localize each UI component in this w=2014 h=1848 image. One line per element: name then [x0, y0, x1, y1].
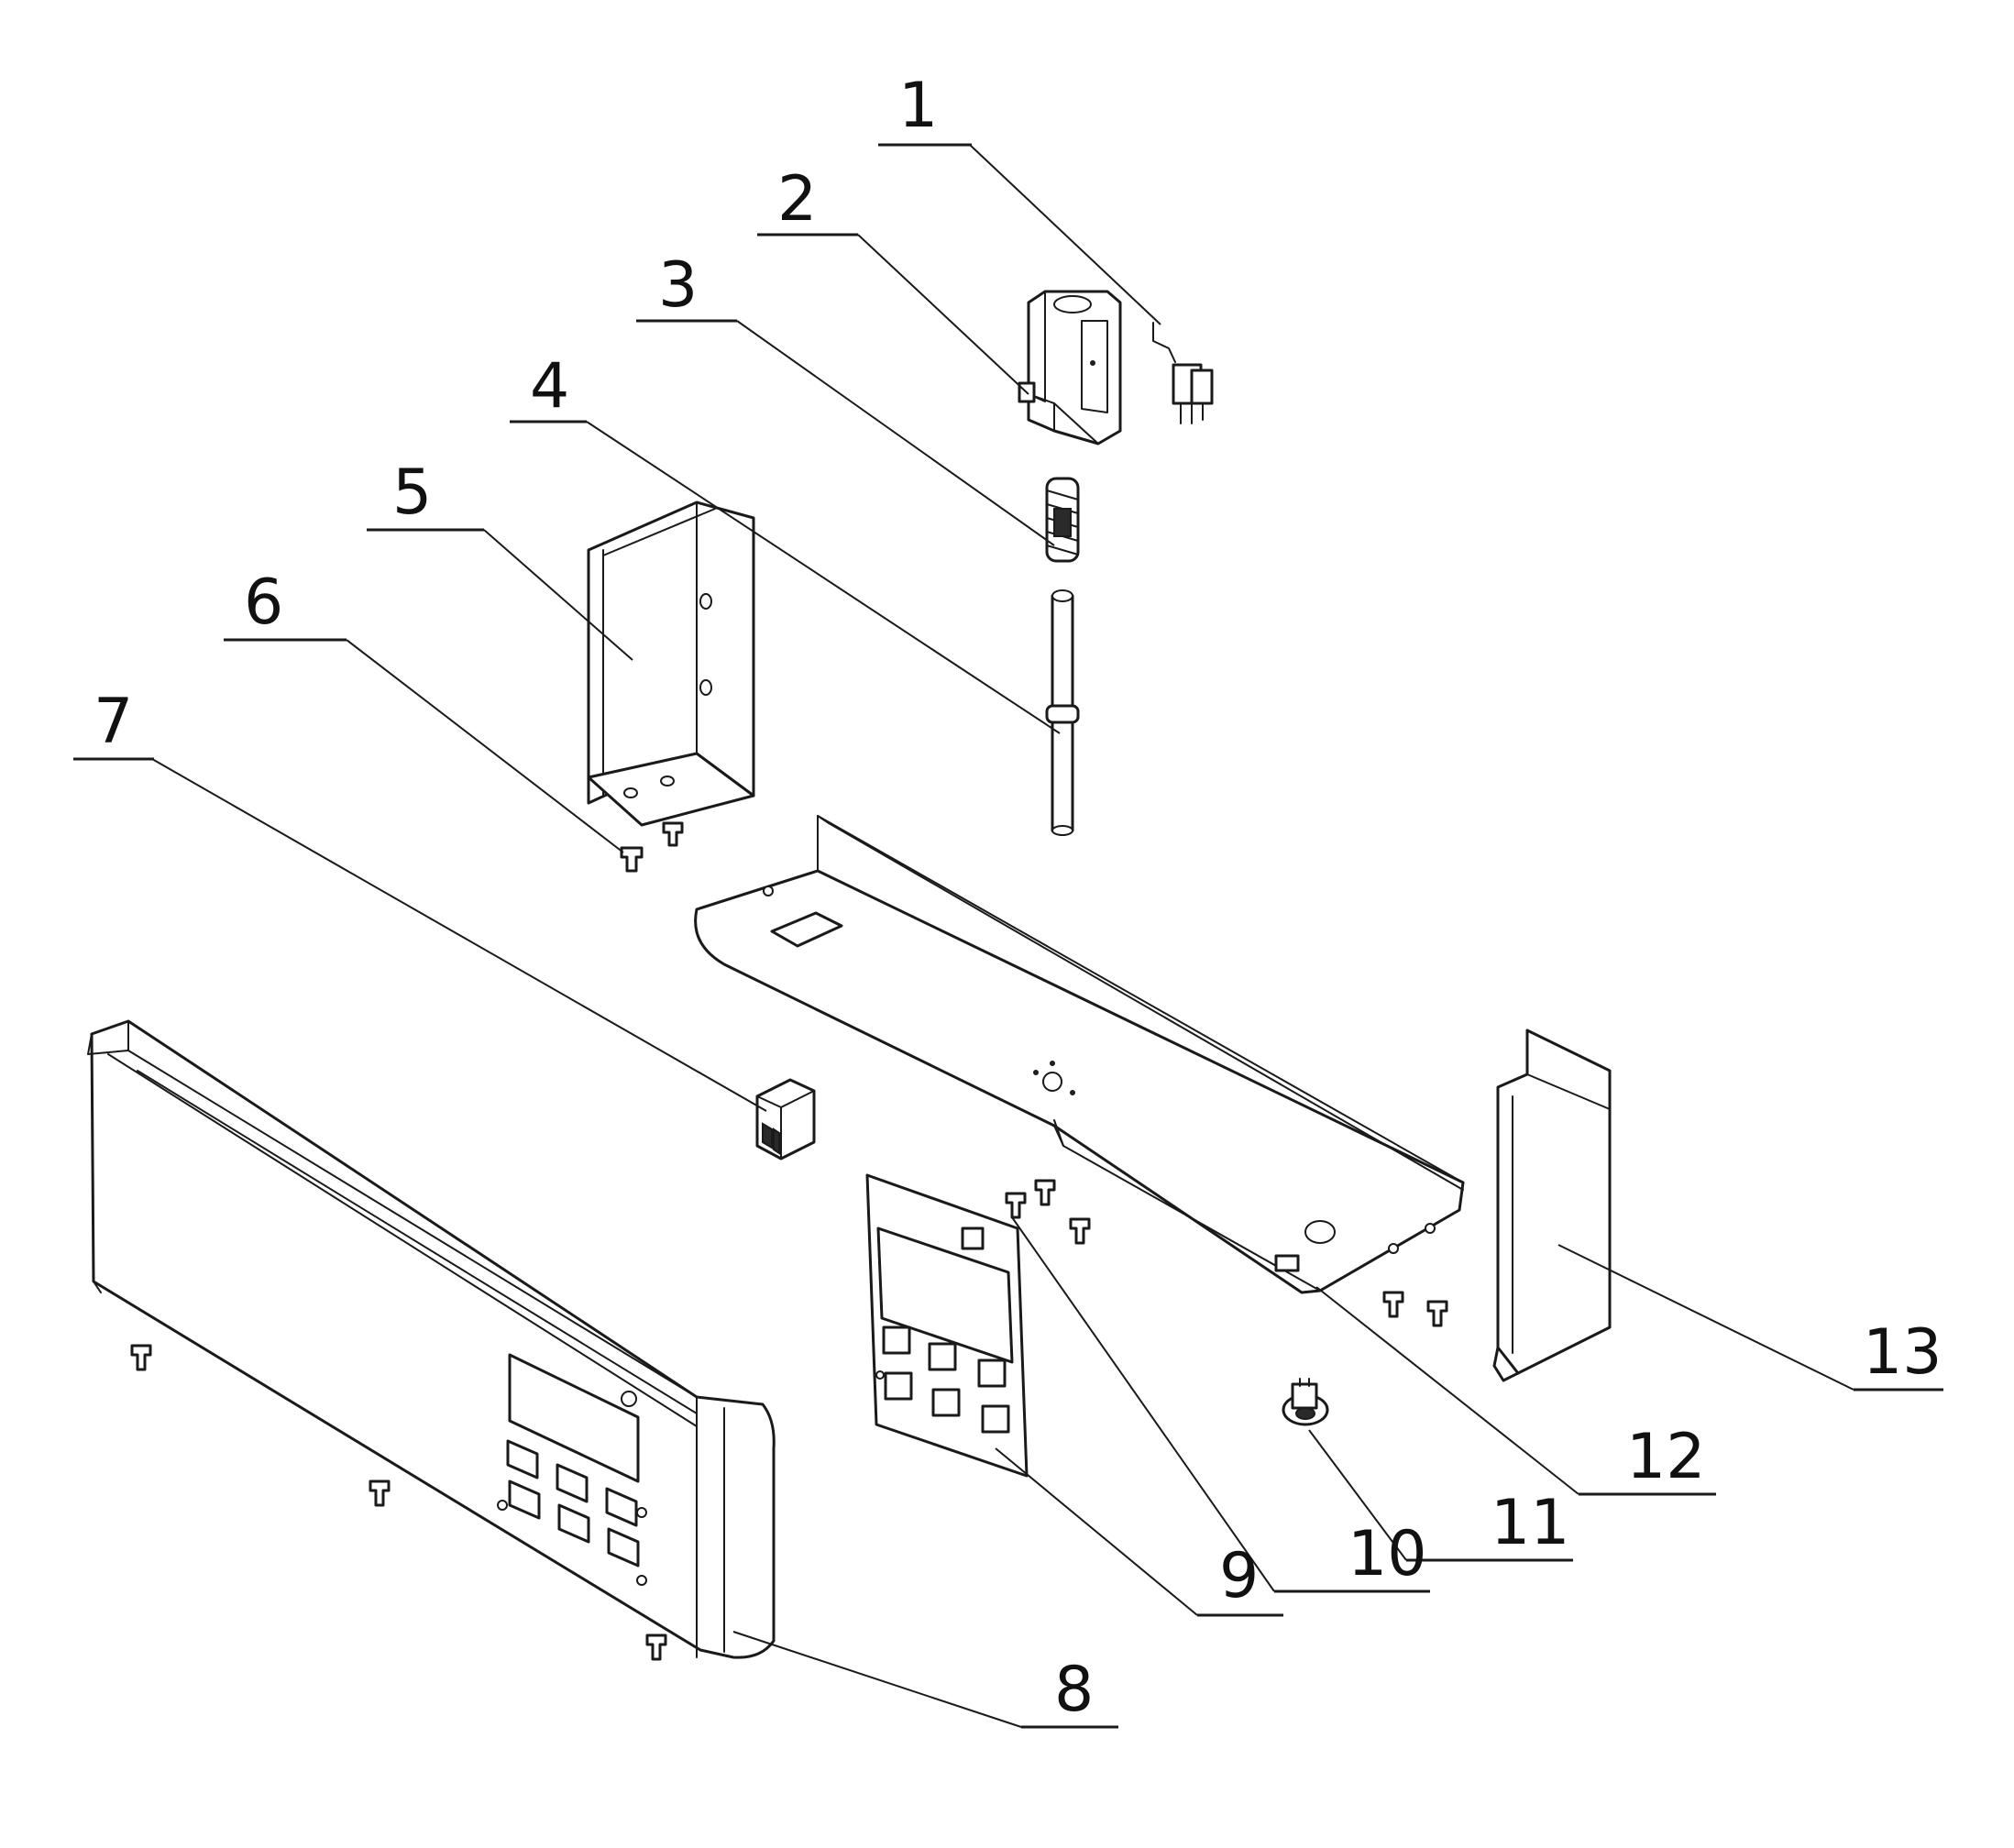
- callout-12: 12: [1626, 1421, 1706, 1493]
- callout-numbers: 1 2 3 4 5 6 7 8 9 10 11 12 13: [94, 70, 1942, 1726]
- callout-1: 1: [898, 70, 938, 142]
- part-13-end-cap: [1492, 1028, 1612, 1382]
- part-6-screws: [620, 821, 684, 873]
- part-3-spring: [1045, 477, 1080, 563]
- part-11-knob: [1282, 1378, 1329, 1426]
- part-8-front-cover: [87, 1019, 776, 1659]
- part-10-screws: [1005, 1179, 1448, 1327]
- part-5-bracket: [587, 500, 755, 827]
- callout-3: 3: [658, 249, 698, 322]
- callout-5: 5: [392, 456, 432, 529]
- part-4-shaft: [1045, 589, 1080, 836]
- callout-10: 10: [1348, 1518, 1427, 1590]
- callout-11: 11: [1491, 1487, 1570, 1559]
- part-1-sensor: [1152, 322, 1214, 424]
- callout-2: 2: [777, 163, 817, 236]
- cover-screws: [130, 1344, 667, 1661]
- part-12-base-plate: [694, 815, 1465, 1294]
- leader-lines: [151, 144, 1854, 1728]
- callout-7: 7: [94, 686, 133, 758]
- callout-13: 13: [1863, 1316, 1942, 1389]
- callout-9: 9: [1219, 1540, 1259, 1612]
- part-7-terminal-block: [755, 1078, 816, 1160]
- callout-underlines: [73, 143, 1943, 1729]
- part-9-control-board: [865, 1173, 1029, 1478]
- part-2-housing: [1018, 290, 1122, 446]
- callout-6: 6: [244, 566, 283, 639]
- callout-4: 4: [530, 350, 569, 423]
- callout-8: 8: [1054, 1654, 1094, 1726]
